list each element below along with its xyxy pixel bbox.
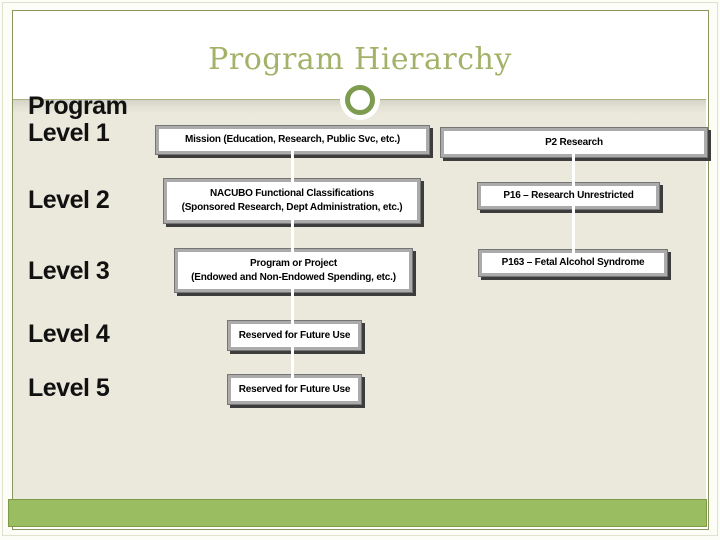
node-p16-research-unrestricted: P16 – Research Unrestricted	[477, 182, 660, 210]
connector-p2-p16	[572, 152, 575, 187]
node-reserved-level-5: Reserved for Future Use	[227, 374, 362, 405]
node-reserved-level-4: Reserved for Future Use	[227, 320, 362, 351]
label-program-level-1: Program Level 1	[28, 93, 168, 147]
label-level-1: Level 1	[28, 119, 110, 147]
label-level-2: Level 2	[28, 186, 110, 214]
slide-title: Program Hierarchy	[208, 42, 512, 77]
label-level-4: Level 4	[28, 320, 110, 348]
connector-program-reserved4	[291, 288, 294, 325]
label-level-5: Level 5	[28, 374, 110, 402]
node-program-or-project: Program or Project (Endowed and Non-Endo…	[174, 248, 413, 293]
slide-body-background	[13, 100, 706, 527]
connector-p16-p163	[572, 203, 575, 254]
circle-ornament-icon	[345, 85, 375, 115]
connector-mission-nacubo	[291, 148, 294, 183]
connector-reserved4-reserved5	[291, 344, 294, 379]
connector-nacubo-program	[291, 217, 294, 253]
label-program: Program	[28, 92, 128, 120]
label-level-3: Level 3	[28, 257, 110, 285]
bottom-accent-bar	[8, 499, 707, 527]
